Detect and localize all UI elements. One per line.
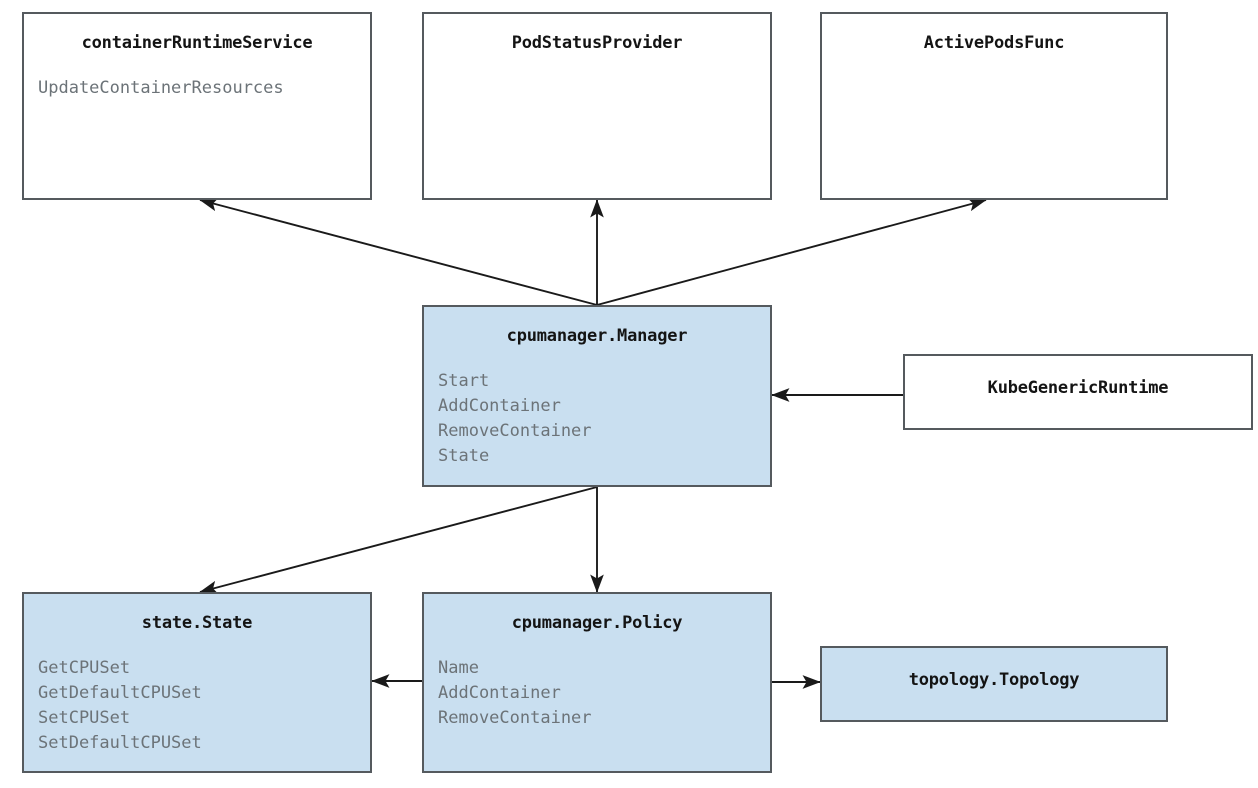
class-node-title: PodStatusProvider xyxy=(511,33,683,53)
edge-manager-to-activePodsFunc xyxy=(596,197,987,306)
edge-manager-to-stateState xyxy=(199,486,598,595)
class-node-member: Start xyxy=(438,371,490,391)
class-node-title: KubeGenericRuntime xyxy=(987,378,1169,398)
class-node-title: cpumanager.Policy xyxy=(511,613,683,633)
edge-manager-to-containerRuntimeService xyxy=(199,197,598,306)
class-node-member: AddContainer xyxy=(438,396,561,416)
class-node-PodStatusProvider[interactable]: PodStatusProvider xyxy=(422,12,772,200)
class-node-member: State xyxy=(438,446,490,466)
class-node-member: GetCPUSet xyxy=(38,658,131,678)
class-node-member: SetCPUSet xyxy=(38,708,131,728)
class-node-member: SetDefaultCPUSet xyxy=(38,733,202,753)
class-node-member: RemoveContainer xyxy=(438,421,592,441)
class-node-member: Name xyxy=(438,658,479,678)
class-node-ActivePodsFunc[interactable]: ActivePodsFunc xyxy=(820,12,1168,200)
class-node-members: UpdateContainerResources xyxy=(38,76,370,101)
class-node-member: GetDefaultCPUSet xyxy=(38,683,202,703)
class-node-KubeGenericRuntime[interactable]: KubeGenericRuntime xyxy=(903,354,1253,430)
class-node-member: RemoveContainer xyxy=(438,708,592,728)
class-node-member: AddContainer xyxy=(438,683,561,703)
class-node-title: topology.Topology xyxy=(908,670,1080,690)
class-node-member: UpdateContainerResources xyxy=(38,78,284,98)
class-node-topologyTopology[interactable]: topology.Topology xyxy=(820,646,1168,722)
class-node-title: ActivePodsFunc xyxy=(923,33,1065,53)
class-node-title: state.State xyxy=(141,613,253,633)
class-node-title: cpumanager.Manager xyxy=(506,326,688,346)
class-node-title: containerRuntimeService xyxy=(81,33,313,53)
